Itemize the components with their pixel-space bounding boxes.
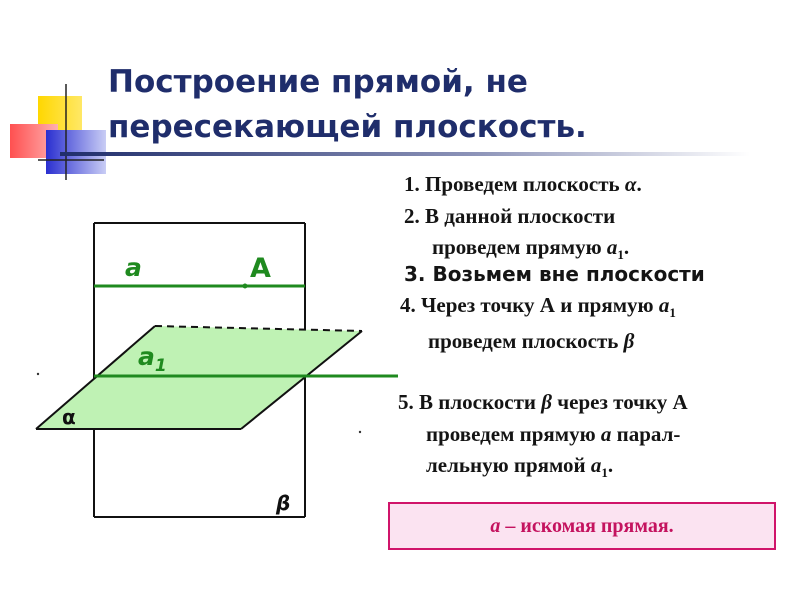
- step-5-line-1: 5. В плоскости β через точку А: [398, 390, 688, 414]
- step-2-line-1: 2. В данной плоскости: [404, 204, 615, 228]
- step-4-line-1: 4. Через точку А и прямую а1: [400, 293, 676, 321]
- step-2-end: .: [623, 235, 630, 259]
- step-5-line-2-end: парал-: [611, 422, 681, 446]
- result-box: а – искомая прямая.: [388, 502, 776, 550]
- point-A: [242, 283, 248, 289]
- step-4-sub: 1: [669, 305, 676, 321]
- step-1: 1. Проведем плоскость α.: [404, 172, 642, 196]
- step-5-line-2: проведем прямую а парал-: [426, 422, 680, 446]
- step-5-line-3-sub: 1: [601, 465, 608, 481]
- step-1-end: .: [636, 172, 642, 196]
- step-5-line-3-var: а: [590, 453, 602, 477]
- label-A: A: [250, 253, 271, 284]
- plane-alpha-back-edge-dashed: [154, 325, 363, 332]
- step-1-symbol: α: [624, 172, 637, 196]
- step-5-line-3: лельную прямой а1.: [426, 453, 614, 481]
- step-5-line-3-text: лельную прямой: [426, 453, 591, 477]
- label-a1-main: а: [138, 342, 155, 371]
- step-2-sub: 1: [617, 247, 624, 263]
- step-3-text: 3. Возьмем вне плоскости: [404, 262, 705, 286]
- step-2-line-2: проведем прямую а1.: [432, 235, 630, 263]
- result-var: а: [490, 515, 501, 537]
- step-5-line-2-text: проведем прямую: [426, 422, 601, 446]
- step-2-var: а: [606, 235, 618, 259]
- title-line-2: пересекающей плоскость.: [108, 109, 587, 145]
- step-4-line-2: проведем плоскость β: [428, 329, 634, 353]
- label-a1: а1: [138, 342, 167, 376]
- step-5-line-3-end: .: [607, 453, 614, 477]
- step-2-line-2-text: проведем прямую: [432, 235, 607, 259]
- title-divider: [60, 152, 750, 156]
- step-5-line-1-var: β: [541, 390, 553, 414]
- step-5-line-1-text: 5. В плоскости: [398, 390, 542, 414]
- step-3: 3. Возьмем вне плоскости: [404, 262, 705, 286]
- step-4-line-1-text: 4. Через точку А и прямую: [400, 293, 659, 317]
- title-line-1: Построение прямой, не: [108, 64, 528, 100]
- label-a: а: [125, 253, 142, 282]
- dot-mark-left: [36, 372, 40, 376]
- step-5-line-1-end: через точку А: [552, 390, 688, 414]
- step-1-text: 1. Проведем плоскость: [404, 172, 625, 196]
- page-title: Построение прямой, не пересекающей плоск…: [108, 60, 748, 150]
- step-5-line-2-var: а: [600, 422, 612, 446]
- label-a1-sub: 1: [155, 356, 167, 376]
- plane-alpha-right-edge: [240, 330, 363, 430]
- label-alpha: α: [62, 405, 76, 429]
- step-4-line-2-var: β: [623, 329, 635, 353]
- step-4-var: а: [658, 293, 670, 317]
- result-text: – искомая прямая.: [500, 515, 674, 537]
- label-beta: β: [275, 491, 290, 515]
- step-4-line-2-text: проведем плоскость: [428, 329, 624, 353]
- step-2-line-1-text: 2. В данной плоскости: [404, 204, 616, 228]
- dot-mark-right: [358, 430, 362, 434]
